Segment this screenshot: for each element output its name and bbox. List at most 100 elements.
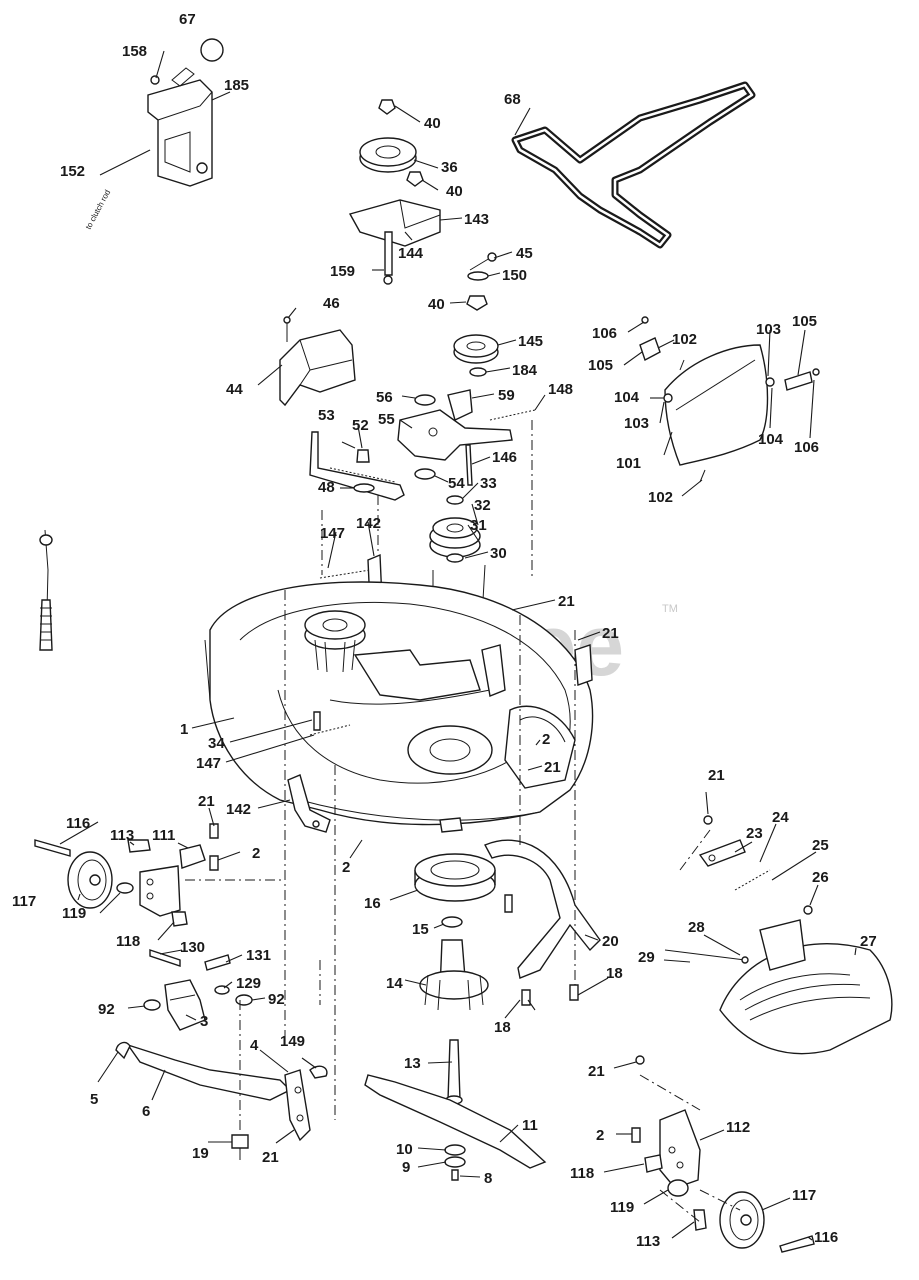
part-label: 103 bbox=[624, 415, 649, 432]
part-label: 92 bbox=[268, 991, 285, 1008]
part-label: 33 bbox=[480, 475, 497, 492]
part-label: 4 bbox=[250, 1037, 259, 1054]
part-label: 16 bbox=[364, 895, 381, 912]
part-label: 31 bbox=[470, 517, 487, 534]
right-gauge-wheel-assembly bbox=[631, 1055, 815, 1253]
part-label: 145 bbox=[518, 333, 543, 350]
part-label: 92 bbox=[98, 1001, 115, 1018]
cable-bracket bbox=[147, 67, 213, 187]
blade-spindle-assembly bbox=[414, 853, 496, 1105]
part-label: 25 bbox=[812, 837, 829, 854]
part-label: 15 bbox=[412, 921, 429, 938]
part-label: 101 bbox=[616, 455, 641, 472]
part-labels: 67 158 185 152 40 36 40 143 144 159 45 1… bbox=[12, 11, 877, 1250]
part-label: 20 bbox=[602, 933, 619, 950]
part-label: 142 bbox=[226, 801, 251, 818]
parts-line-art: to clutch rod bbox=[34, 38, 893, 1253]
part-label: 30 bbox=[490, 545, 507, 562]
lift-arm-assembly bbox=[115, 1041, 328, 1160]
part-label: 113 bbox=[636, 1233, 660, 1250]
part-label: 26 bbox=[812, 869, 829, 886]
left-gauge-wheel-assembly bbox=[34, 823, 219, 927]
part-label: 2 bbox=[342, 859, 350, 876]
part-label: 45 bbox=[516, 245, 533, 262]
part-label: 118 bbox=[570, 1165, 594, 1182]
part-label: 18 bbox=[606, 965, 623, 982]
part-label: 44 bbox=[226, 381, 243, 398]
upper-pulley-assembly bbox=[348, 99, 441, 285]
part-label: 28 bbox=[688, 919, 705, 936]
part-label: 1 bbox=[180, 721, 188, 738]
part-label: 8 bbox=[484, 1170, 492, 1187]
part-label: 67 bbox=[179, 11, 196, 28]
part-label: 3 bbox=[200, 1013, 208, 1030]
part-label: 104 bbox=[758, 431, 784, 448]
part-label: 2 bbox=[252, 845, 260, 862]
part-label: 54 bbox=[448, 475, 465, 492]
part-label: 144 bbox=[398, 245, 424, 262]
part-label: 48 bbox=[318, 479, 335, 496]
part-label: 34 bbox=[208, 735, 225, 752]
part-label: 40 bbox=[446, 183, 463, 200]
part-label: 119 bbox=[610, 1199, 634, 1216]
part-label: 5 bbox=[90, 1091, 98, 1108]
part-label: 56 bbox=[376, 389, 393, 406]
discharge-chute-assembly bbox=[664, 815, 893, 1055]
part-label: 129 bbox=[236, 975, 261, 992]
part-label: 21 bbox=[708, 767, 725, 784]
part-label: 119 bbox=[62, 905, 86, 922]
part-label: 6 bbox=[142, 1103, 150, 1120]
part-label: 147 bbox=[196, 755, 221, 772]
part-label: 19 bbox=[192, 1145, 209, 1162]
lift-link-bracket bbox=[143, 949, 253, 1031]
part-label: 13 bbox=[404, 1055, 421, 1072]
pulley-cover bbox=[279, 316, 356, 407]
part-label: 142 bbox=[356, 515, 381, 532]
part-label: 40 bbox=[428, 296, 445, 313]
part-label: 149 bbox=[280, 1033, 305, 1050]
part-label: 27 bbox=[860, 933, 877, 950]
part-label: 112 bbox=[726, 1119, 750, 1136]
part-label: 68 bbox=[504, 91, 521, 108]
part-label: 148 bbox=[548, 381, 573, 398]
part-label: 147 bbox=[320, 525, 345, 542]
part-label: 53 bbox=[318, 407, 335, 424]
part-label: 11 bbox=[522, 1117, 538, 1134]
part-label: 106 bbox=[592, 325, 617, 342]
part-label: 52 bbox=[352, 417, 369, 434]
part-label: 106 bbox=[794, 439, 819, 456]
part-label: 55 bbox=[378, 411, 395, 428]
part-label: 102 bbox=[672, 331, 697, 348]
part-label: 185 bbox=[224, 77, 249, 94]
part-label: 105 bbox=[792, 313, 817, 330]
idler-arm-assembly bbox=[397, 389, 536, 486]
part-label: 103 bbox=[756, 321, 781, 338]
part-label: 150 bbox=[502, 267, 527, 284]
part-label: 21 bbox=[602, 625, 619, 642]
part-label: 117 bbox=[12, 893, 36, 910]
part-label: 117 bbox=[792, 1187, 816, 1204]
part-label: 9 bbox=[402, 1159, 410, 1176]
part-label: 2 bbox=[596, 1127, 604, 1144]
trademark: TM bbox=[662, 603, 678, 615]
cable-note: to clutch rod bbox=[84, 188, 112, 231]
part-label: 10 bbox=[396, 1141, 413, 1158]
part-label: 29 bbox=[638, 949, 655, 966]
part-label: 158 bbox=[122, 43, 147, 60]
deck-hanger-bracket bbox=[287, 774, 331, 833]
deck-housing bbox=[204, 581, 594, 833]
control-cable: to clutch rod bbox=[39, 148, 151, 651]
part-label: 143 bbox=[464, 211, 489, 228]
part-label: 40 bbox=[424, 115, 441, 132]
part-label: 130 bbox=[180, 939, 205, 956]
part-label: 23 bbox=[746, 825, 763, 842]
small-idler-hardware bbox=[466, 252, 497, 311]
part-label: 102 bbox=[648, 489, 673, 506]
part-label: 18 bbox=[494, 1019, 511, 1036]
part-label: 36 bbox=[441, 159, 458, 176]
part-label: 21 bbox=[558, 593, 575, 610]
belt-shield bbox=[639, 316, 820, 483]
part-label: 32 bbox=[474, 497, 491, 514]
alignment-lines bbox=[185, 420, 741, 1223]
